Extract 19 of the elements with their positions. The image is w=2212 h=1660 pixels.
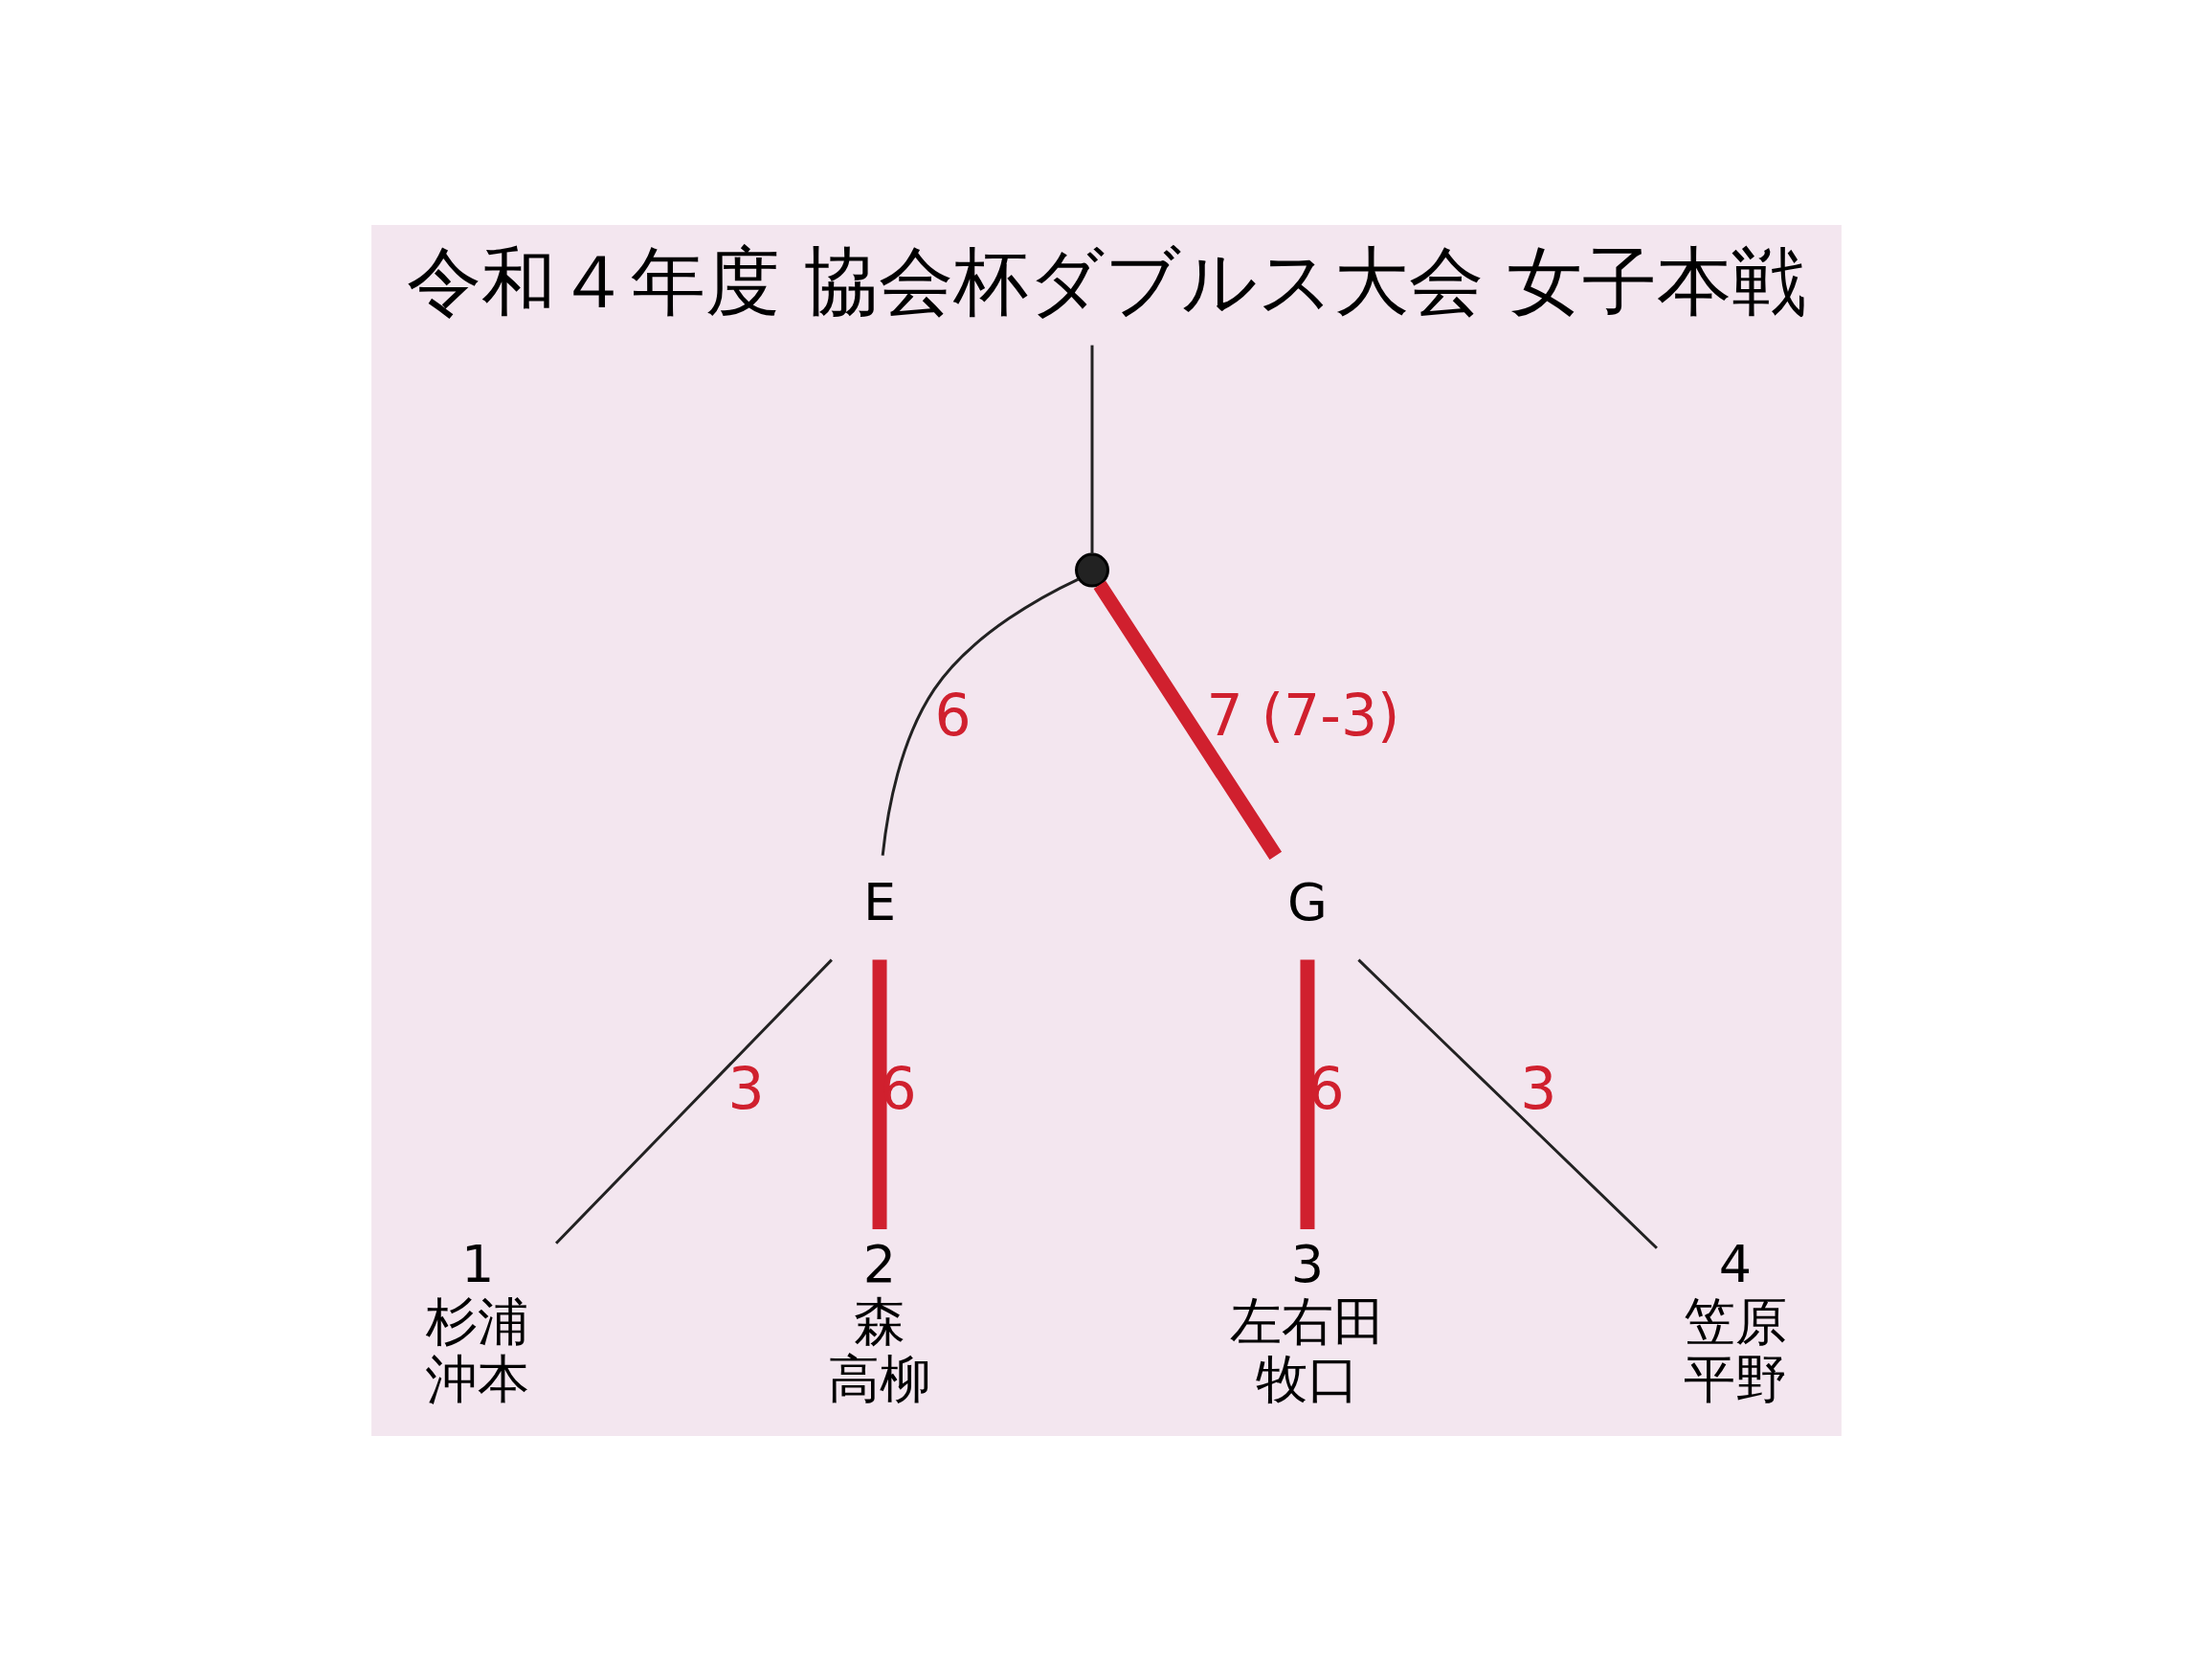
- node-text: 2 森 高柳: [827, 1233, 931, 1409]
- edge-label: 6: [933, 681, 972, 749]
- node-circle: [1074, 552, 1109, 588]
- edge-label: 3: [726, 1054, 765, 1122]
- node-text: E: [862, 871, 896, 932]
- node-text: 4 笠原 平野: [1683, 1233, 1787, 1409]
- diagram-title: 令和４年度 協会杯ダブルス大会 女子本戦: [406, 237, 1806, 325]
- connector: [872, 959, 887, 1229]
- node-text: 1 杉浦 沖本: [425, 1233, 529, 1409]
- node-text: 3 左右田 牧口: [1229, 1233, 1385, 1409]
- node-text: G: [1286, 871, 1328, 932]
- connector: [881, 577, 1079, 856]
- connector: [1299, 959, 1314, 1229]
- connector: [1356, 958, 1658, 1249]
- edge-label: 7 (7-3): [1205, 681, 1399, 749]
- connector: [554, 958, 833, 1245]
- connector: [1090, 345, 1093, 554]
- edge-label: 3: [1519, 1054, 1557, 1122]
- connector: [1093, 580, 1282, 860]
